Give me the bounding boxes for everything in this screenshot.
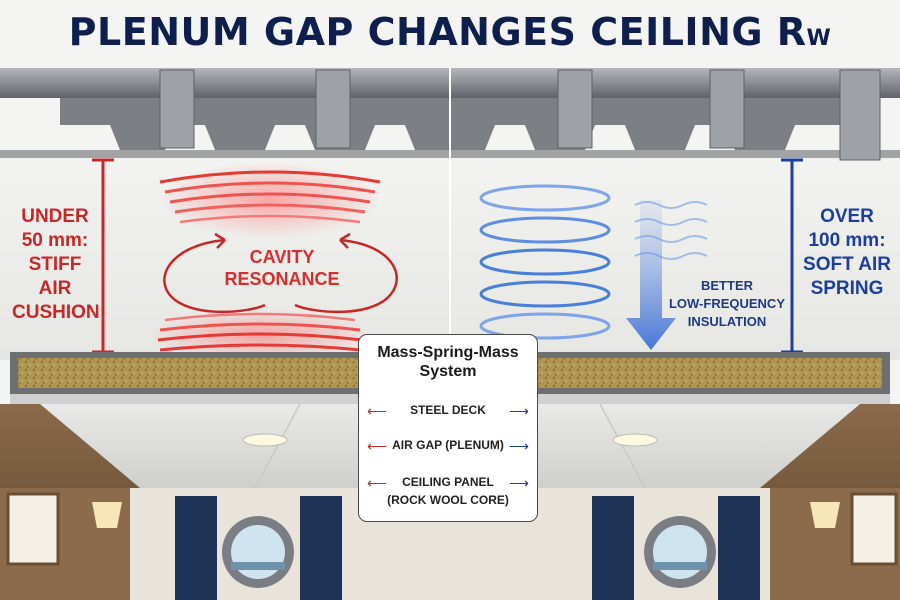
title-subscript: W bbox=[806, 26, 832, 51]
resonance-waves bbox=[150, 162, 381, 360]
ceiling-light-icon bbox=[612, 433, 658, 447]
left-arrow-icon: ⟵ bbox=[367, 475, 388, 491]
legend-title: Mass-Spring-Mass System bbox=[359, 343, 537, 381]
under-50mm-label: UNDER 50 mm: STIFF AIR CUSHION bbox=[12, 205, 100, 325]
resonance-arrows bbox=[163, 232, 398, 314]
label-line: CUSHION bbox=[12, 302, 100, 323]
framed-picture-icon bbox=[6, 492, 60, 566]
label-line: BETTER bbox=[701, 278, 753, 293]
legend-title-line: Mass-Spring-Mass bbox=[377, 344, 519, 361]
legend-row-label: AIR GAP (PLENUM) bbox=[392, 438, 504, 452]
curtain bbox=[718, 496, 760, 600]
left-arrow-icon: ⟵ bbox=[367, 403, 388, 419]
legend-row-steel-deck: ⟵ STEEL DECK ⟶ bbox=[359, 403, 537, 421]
framed-picture-icon bbox=[850, 492, 898, 566]
wall-lamp-icon bbox=[810, 502, 840, 528]
cavity-resonance-label: CAVITY RESONANCE bbox=[212, 246, 352, 290]
legend-row-label: CEILING PANEL bbox=[402, 475, 494, 489]
legend-row-ceiling-panel: ⟵ CEILING PANEL ⟶ bbox=[359, 475, 537, 493]
label-line: SPRING bbox=[810, 278, 884, 299]
spring-coils bbox=[479, 184, 611, 340]
right-arrow-icon: ⟶ bbox=[508, 403, 529, 419]
label-line: OVER bbox=[820, 206, 874, 227]
better-insulation-label: BETTER LOW-FREQUENCY INSULATION bbox=[668, 277, 786, 331]
label-line: CAVITY bbox=[249, 247, 315, 267]
label-line: INSULATION bbox=[687, 314, 767, 329]
label-line: 100 mm: bbox=[808, 230, 886, 251]
label-line: STIFF AIR bbox=[28, 254, 82, 299]
label-line: LOW-FREQUENCY bbox=[668, 296, 785, 311]
left-arrow-icon: ⟵ bbox=[367, 438, 388, 454]
right-arrow-icon: ⟶ bbox=[508, 438, 529, 454]
label-line: UNDER bbox=[21, 206, 89, 227]
legend-row-ceiling-panel-sub: (ROCK WOOL CORE) bbox=[359, 493, 537, 511]
curtain bbox=[592, 496, 634, 600]
wall-lamp-icon bbox=[92, 502, 122, 528]
legend-row-air-gap: ⟵ AIR GAP (PLENUM) ⟶ bbox=[359, 438, 537, 456]
page-title: PLENUM GAP CHANGES CEILING RW bbox=[0, 10, 900, 54]
curtain bbox=[300, 496, 342, 600]
legend-row-label: (ROCK WOOL CORE) bbox=[387, 493, 509, 507]
legend-row-label: STEEL DECK bbox=[410, 403, 486, 417]
label-line: SOFT AIR bbox=[803, 254, 891, 275]
right-arrow-icon: ⟶ bbox=[508, 475, 529, 491]
down-arrow-icon bbox=[626, 200, 676, 350]
title-main: PLENUM GAP CHANGES CEILING R bbox=[68, 10, 807, 54]
curtain bbox=[175, 496, 217, 600]
over-100mm-label: OVER 100 mm: SOFT AIR SPRING bbox=[802, 205, 892, 301]
label-line: 50 mm: bbox=[21, 230, 89, 251]
legend-box: Mass-Spring-Mass System ⟵ STEEL DECK ⟶ ⟵… bbox=[358, 334, 538, 522]
ceiling-light-icon bbox=[242, 433, 288, 447]
legend-title-line: System bbox=[419, 363, 477, 380]
label-line: RESONANCE bbox=[224, 269, 340, 289]
